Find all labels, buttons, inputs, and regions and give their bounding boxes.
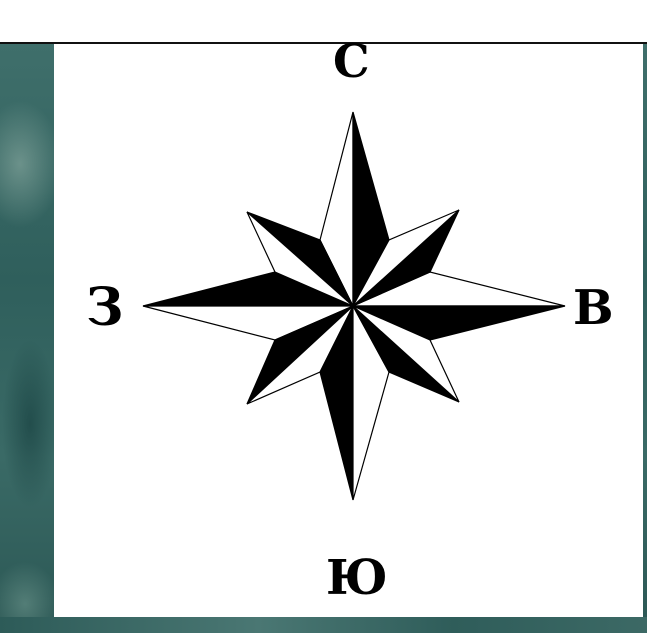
west-label: З [86, 282, 124, 334]
east-label: В [573, 284, 614, 332]
north-label: С [333, 38, 370, 84]
south-label: Ю [326, 554, 388, 602]
